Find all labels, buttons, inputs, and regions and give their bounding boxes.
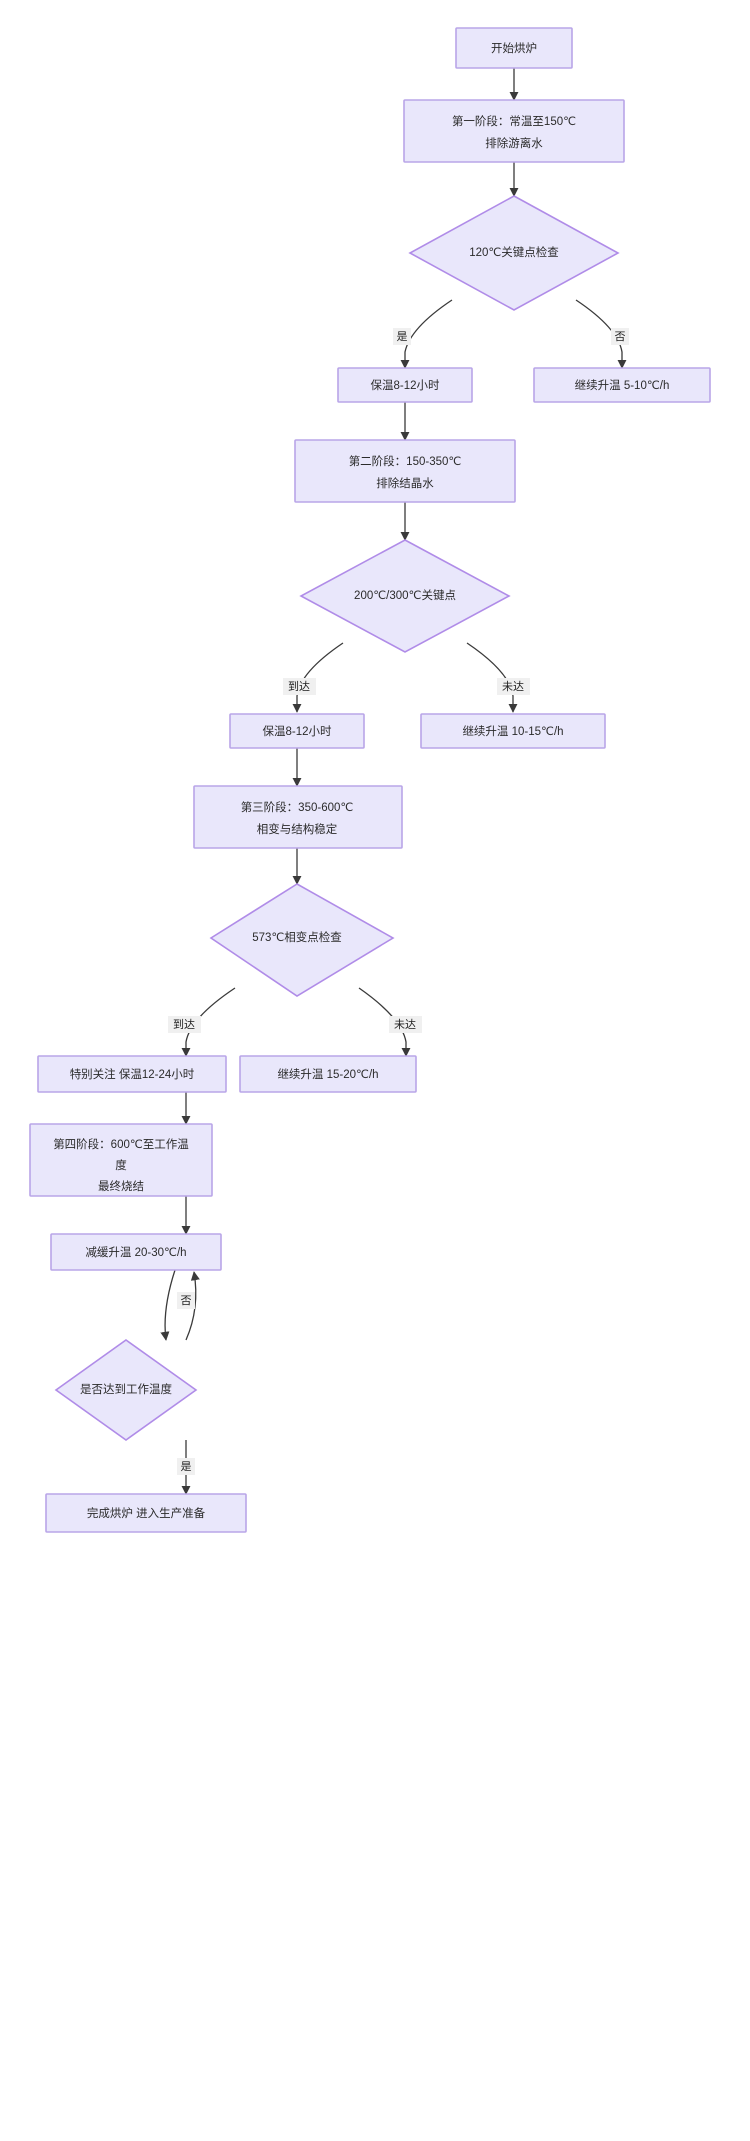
node-ramp1-line-0: 继续升温 5-10℃/h [575,378,670,392]
node-hold3-line-0: 特别关注 保温12-24小时 [70,1067,195,1081]
node-start[interactable]: 开始烘炉 [455,27,573,69]
edge-slowramp-checkwork [160,1269,176,1341]
node-stage2-line-1: 排除结晶水 [376,476,434,490]
svg-text:到达: 到达 [173,1018,195,1031]
node-hold1-line-0: 保温8-12小时 [370,378,440,392]
node-check573-line-0: 573℃相变点检查 [252,930,342,944]
edge-label-checkwork-no: 否 [177,1292,195,1309]
edge-check120-hold1 [400,299,453,369]
edge-label-check200-reached: 到达 [283,678,316,695]
node-hold2-line-0: 保温8-12小时 [262,724,332,738]
node-hold1[interactable]: 保温8-12小时 [337,367,473,403]
node-slowramp-line-0: 减缓升温 20-30℃/h [85,1245,186,1259]
node-hold2[interactable]: 保温8-12小时 [229,713,365,749]
edge-label-check200-notreached: 未达 [497,678,530,695]
svg-text:否: 否 [181,1295,192,1307]
node-stage1-line-0: 第一阶段：常温至150℃ [452,114,576,128]
edge-label-check573-reached: 到达 [168,1016,201,1033]
edge-label-check120-yes: 是 [393,328,411,345]
node-check120-line-0: 120℃关键点检查 [469,245,559,259]
node-finish[interactable]: 完成烘炉 进入生产准备 [45,1493,247,1533]
edge-label-check573-notreached: 未达 [389,1016,422,1033]
svg-text:是: 是 [397,330,408,343]
svg-text:未达: 未达 [502,680,524,693]
node-stage2-line-0: 第二阶段：150-350℃ [349,454,462,468]
nodes-layer: 开始烘炉 第一阶段：常温至150℃ 排除游离水 120℃关键点检查 保温8-12… [29,27,711,1533]
edge-check120-ramp1 [575,299,627,369]
node-start-line-0: 开始烘炉 [491,41,537,55]
node-ramp2-line-0: 继续升温 10-15℃/h [462,724,563,738]
svg-text:否: 否 [615,331,626,343]
svg-text:到达: 到达 [288,680,310,693]
node-finish-line-0: 完成烘炉 进入生产准备 [87,1506,206,1520]
node-hold3[interactable]: 特别关注 保温12-24小时 [37,1055,227,1093]
node-check200-line-0: 200℃/300℃关键点 [354,588,456,602]
node-stage1[interactable]: 第一阶段：常温至150℃ 排除游离水 [403,99,625,163]
node-ramp1[interactable]: 继续升温 5-10℃/h [533,367,711,403]
node-stage1-line-1: 排除游离水 [485,136,543,150]
svg-text:未达: 未达 [394,1018,416,1031]
edge-labels-layer: 是 否 到达 未达 到达 未达 [168,328,629,1475]
node-stage4-line-2: 最终烧结 [98,1179,144,1193]
node-ramp3[interactable]: 继续升温 15-20℃/h [239,1055,417,1093]
node-checkwork[interactable]: 是否达到工作温度 [54,1339,198,1441]
edge-check200-ramp2 [466,642,518,713]
edge-check200-hold2 [292,642,344,713]
edge-label-checkwork-yes: 是 [177,1458,195,1475]
node-check573[interactable]: 573℃相变点检查 [209,883,395,997]
edge-label-check120-no: 否 [611,328,629,345]
node-slowramp[interactable]: 减缓升温 20-30℃/h [50,1233,222,1271]
node-ramp2[interactable]: 继续升温 10-15℃/h [420,713,606,749]
node-stage4[interactable]: 第四阶段：600℃至工作温 度 最终烧结 [29,1123,213,1197]
svg-text:是: 是 [181,1460,192,1473]
node-checkwork-line-0: 是否达到工作温度 [80,1382,172,1396]
node-check120[interactable]: 120℃关键点检查 [408,195,620,311]
node-ramp3-line-0: 继续升温 15-20℃/h [277,1067,378,1081]
node-stage4-line-0: 第四阶段：600℃至工作温 [53,1137,189,1151]
node-stage3-line-0: 第三阶段：350-600℃ [241,800,354,814]
node-check200[interactable]: 200℃/300℃关键点 [299,539,511,653]
node-stage4-line-1: 度 [115,1158,127,1172]
node-stage3-line-1: 相变与结构稳定 [257,822,338,836]
node-stage2[interactable]: 第二阶段：150-350℃ 排除结晶水 [294,439,516,503]
node-stage3[interactable]: 第三阶段：350-600℃ 相变与结构稳定 [193,785,403,849]
